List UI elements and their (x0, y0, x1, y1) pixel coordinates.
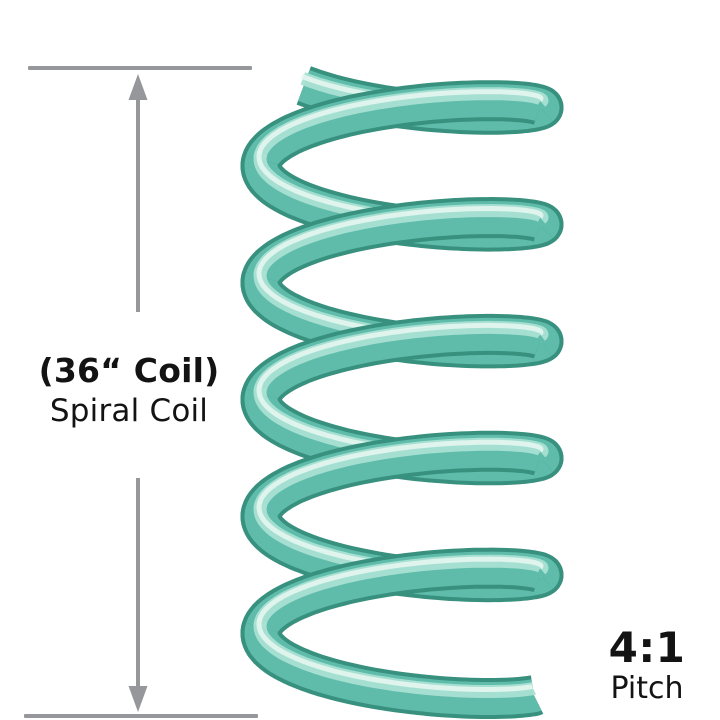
coil-tube-segment (256, 322, 544, 398)
pitch-ratio-text: 4:1 (608, 623, 686, 672)
pitch-word-text: Pitch (610, 671, 684, 707)
coil-tube-segment (256, 439, 544, 515)
coil-type-text: Spiral Coil (49, 393, 209, 430)
arrowhead-down-icon (128, 686, 148, 712)
arrowhead-up-icon (128, 74, 148, 100)
coil-size-text: (36“ Coil) (38, 351, 220, 390)
measurement-line-bottom (24, 714, 258, 718)
coil-tube-segment (256, 617, 535, 692)
spiral-coil (240, 66, 564, 719)
measurement-arrows (24, 66, 258, 718)
measurement-line-top (28, 66, 252, 70)
coil-size-label: (36“ Coil) Spiral Coil (0, 350, 258, 432)
coil-tube-segment (256, 206, 544, 281)
coil-tube-segment (256, 556, 544, 632)
coil-tube-segment (256, 89, 544, 164)
pitch-label-block: 4:1 Pitch (579, 623, 715, 707)
